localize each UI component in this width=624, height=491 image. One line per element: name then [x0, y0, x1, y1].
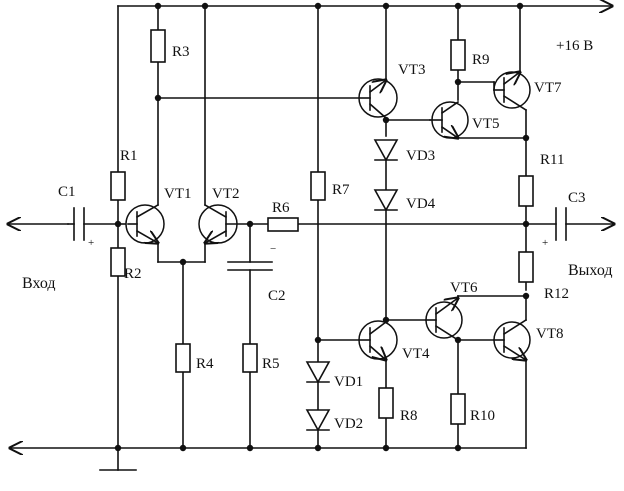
label-r8: R8	[400, 408, 418, 424]
label-vd3: VD3	[406, 148, 435, 164]
label-vd1: VD1	[334, 374, 363, 390]
c2-minus: −	[270, 243, 276, 255]
diode-vd1	[305, 361, 331, 384]
label-r1: R1	[120, 148, 138, 164]
label-c3: C3	[568, 190, 586, 206]
resistor-r10	[450, 393, 466, 425]
label-vt3: VT3	[398, 62, 426, 78]
label-r4: R4	[196, 356, 214, 372]
resistor-r11	[518, 175, 534, 207]
output-label: Выход	[568, 262, 613, 279]
label-c1: C1	[58, 184, 76, 200]
c1-plus: +	[88, 237, 94, 249]
resistor-r4	[175, 343, 191, 373]
label-r10: R10	[470, 408, 495, 424]
label-c2: C2	[268, 288, 286, 304]
diode-vd3	[373, 139, 399, 162]
label-vt2: VT2	[212, 186, 240, 202]
label-r3: R3	[172, 44, 190, 60]
resistor-r12	[518, 251, 534, 283]
diode-vd2	[305, 409, 331, 432]
label-vt4: VT4	[402, 346, 430, 362]
label-vt8: VT8	[536, 326, 564, 342]
label-r12: R12	[544, 286, 569, 302]
label-r6: R6	[272, 200, 290, 216]
label-r9: R9	[472, 52, 490, 68]
resistor-r7	[310, 171, 326, 201]
label-vt6: VT6	[450, 280, 478, 296]
resistor-r2	[110, 247, 126, 277]
resistor-r3	[150, 29, 166, 63]
label-r2: R2	[124, 266, 142, 282]
resistor-r6	[267, 217, 299, 232]
label-vd4: VD4	[406, 196, 436, 212]
label-vt1: VT1	[164, 186, 192, 202]
resistor-r1	[110, 171, 126, 201]
label-vt7: VT7	[534, 80, 562, 96]
label-vd2: VD2	[334, 416, 363, 432]
resistor-r8	[378, 387, 394, 419]
resistor-r9	[450, 39, 466, 71]
label-r5: R5	[262, 356, 280, 372]
label-r7: R7	[332, 182, 350, 198]
input-label: Вход	[22, 275, 56, 292]
label-vt5: VT5	[472, 116, 500, 132]
diode-vd4	[373, 189, 399, 212]
label-r11: R11	[540, 152, 564, 168]
supply-label: +16 В	[556, 38, 593, 54]
resistor-r5	[242, 343, 258, 373]
c3-plus: +	[542, 237, 548, 249]
